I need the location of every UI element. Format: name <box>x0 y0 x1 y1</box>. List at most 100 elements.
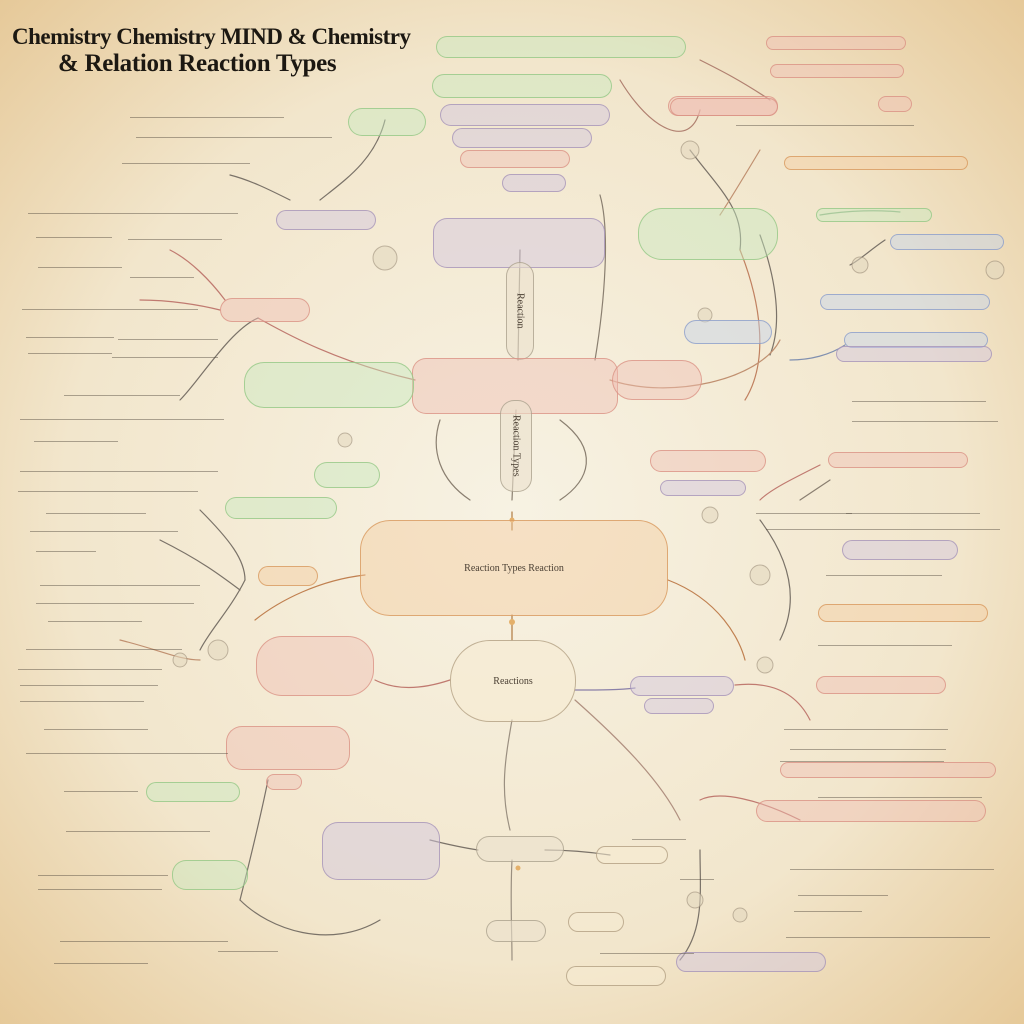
left-text-row <box>26 636 182 650</box>
node-blue-right-mid[interactable] <box>684 320 772 344</box>
node-pink-right-row[interactable] <box>650 450 766 472</box>
node-lower-hub-label: Reactions <box>493 675 533 687</box>
left-text-row <box>40 572 200 586</box>
right-text-row <box>826 516 1000 530</box>
node-pink-right-high[interactable] <box>670 98 778 116</box>
node-top-hub[interactable] <box>433 218 605 268</box>
node-pink-lower-mid[interactable] <box>226 726 350 770</box>
left-text-row <box>20 688 144 702</box>
node-pink-lower-left[interactable] <box>256 636 374 696</box>
right-text-row <box>852 388 986 402</box>
node-pink-top-right-2[interactable] <box>770 64 904 78</box>
right-text-row <box>600 940 694 954</box>
node-purple-bottom[interactable] <box>322 822 440 880</box>
node-core-hub-label: Reaction Types Reaction <box>464 562 564 574</box>
node-cream-bottom-2[interactable] <box>566 966 666 986</box>
node-green-far-right[interactable] <box>816 208 932 222</box>
left-text-row <box>20 406 224 420</box>
node-cream-bottom-right[interactable] <box>596 846 668 864</box>
node-cream-bottom[interactable] <box>568 912 624 932</box>
node-trunk-upper[interactable]: Reaction <box>506 262 534 360</box>
node-bottom-hub[interactable] <box>476 836 564 862</box>
node-purple-lower-right[interactable] <box>630 676 734 696</box>
node-orange-left[interactable] <box>258 566 318 586</box>
right-text-row <box>680 866 714 880</box>
left-text-row <box>130 104 284 118</box>
node-top-center-2[interactable] <box>432 74 612 98</box>
right-text-row <box>846 500 980 514</box>
node-purple-2[interactable] <box>452 128 592 148</box>
node-green-bottom-left-2[interactable] <box>146 782 240 802</box>
node-green-left[interactable] <box>348 108 426 136</box>
left-text-row <box>36 538 96 552</box>
node-pink-lower-small[interactable] <box>266 774 302 790</box>
left-text-row <box>36 590 194 604</box>
node-purple-left-mid[interactable] <box>276 210 376 230</box>
right-text-row <box>736 112 914 126</box>
node-green-mid-left[interactable] <box>244 362 414 408</box>
left-text-row <box>136 124 332 138</box>
node-green-right[interactable] <box>638 208 778 260</box>
left-text-row <box>60 928 228 942</box>
left-text-row <box>20 458 218 472</box>
right-text-row <box>790 736 946 750</box>
left-text-row <box>46 500 146 514</box>
left-text-row <box>18 478 198 492</box>
node-pink-right-mid[interactable] <box>612 360 702 400</box>
node-purple-right-low[interactable] <box>842 540 958 560</box>
left-text-row <box>22 296 198 310</box>
right-text-row <box>756 500 852 514</box>
map-subtitle: & Relation Reaction Types <box>58 50 337 77</box>
left-text-row <box>30 518 178 532</box>
left-text-row <box>48 608 142 622</box>
node-green-center-left[interactable] <box>314 462 380 488</box>
left-text-row <box>64 778 138 792</box>
node-pink-bottom-right[interactable] <box>756 800 986 822</box>
node-purple-lower-right-2[interactable] <box>644 698 714 714</box>
right-text-row <box>826 562 942 576</box>
right-text-row <box>790 856 994 870</box>
node-pink-upper[interactable] <box>460 150 570 168</box>
node-pink-right-high-row[interactable] <box>828 452 968 468</box>
left-text-row <box>66 818 210 832</box>
node-trunk-lower-label: Reaction Types <box>510 415 522 477</box>
node-pink-top-right[interactable] <box>766 36 906 50</box>
left-text-row <box>34 428 118 442</box>
node-blue-right-row[interactable] <box>820 294 990 310</box>
node-pink-far-right[interactable] <box>878 96 912 112</box>
node-pink-right-low[interactable] <box>816 676 946 694</box>
node-top-center[interactable] <box>436 36 686 58</box>
node-purple-right-row[interactable] <box>660 480 746 496</box>
node-green-bottom-left[interactable] <box>172 860 248 890</box>
node-purple-3[interactable] <box>502 174 566 192</box>
left-text-row <box>130 264 194 278</box>
right-text-row <box>780 748 944 762</box>
node-orange-right[interactable] <box>784 156 968 170</box>
node-pink-left-mid[interactable] <box>220 298 310 322</box>
right-text-row <box>784 716 948 730</box>
left-text-row <box>28 200 238 214</box>
right-text-row <box>632 826 686 840</box>
node-bottom-leaf[interactable] <box>486 920 546 942</box>
node-purple-bottom-right[interactable] <box>676 952 826 972</box>
node-lower-hub[interactable]: Reactions <box>450 640 576 722</box>
left-text-row <box>44 716 148 730</box>
node-purple-right-row-2[interactable] <box>836 346 992 362</box>
node-orange-right-low[interactable] <box>818 604 988 622</box>
left-text-row <box>26 324 114 338</box>
node-pink-right-low-2[interactable] <box>780 762 996 778</box>
right-text-row <box>786 924 990 938</box>
right-text-row <box>798 882 888 896</box>
left-text-row <box>20 672 158 686</box>
node-blue-far-right[interactable] <box>890 234 1004 250</box>
left-text-row <box>54 950 148 964</box>
node-green-lower-left[interactable] <box>225 497 337 519</box>
left-text-row <box>112 344 218 358</box>
left-text-row <box>218 938 278 952</box>
left-text-row <box>38 254 122 268</box>
left-text-row <box>122 150 250 164</box>
node-purple-1[interactable] <box>440 104 610 126</box>
node-core-hub[interactable]: Reaction Types Reaction <box>360 520 668 616</box>
node-trunk-lower[interactable]: Reaction Types <box>500 400 532 492</box>
left-text-row <box>38 862 168 876</box>
